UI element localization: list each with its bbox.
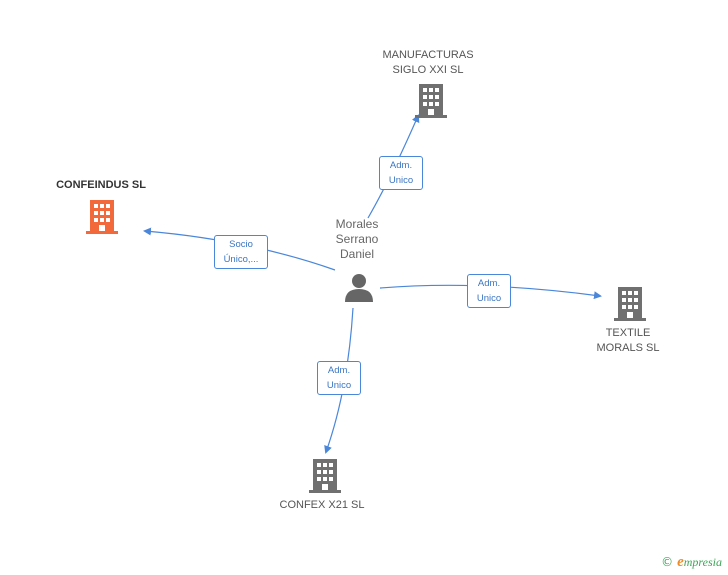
edge-label-textile[interactable]: Adm. Unico xyxy=(467,274,511,308)
company-name-confeindus[interactable]: CONFEINDUS SL xyxy=(56,179,146,191)
edge-label-confeindus[interactable]: Socio Único,... xyxy=(214,235,268,269)
building-icon-confeindus[interactable] xyxy=(86,200,118,234)
brand-logo-initial: e xyxy=(677,554,684,570)
brand-logo-text: mpresia xyxy=(683,555,722,569)
company-name-manufacturas[interactable]: MANUFACTURAS SIGLO XXI SL xyxy=(382,49,474,76)
brand-footer: ©empresia xyxy=(661,554,722,571)
person-name[interactable]: Morales Serrano Daniel xyxy=(335,217,379,261)
company-name-textile[interactable]: TEXTILE MORALS SL xyxy=(596,327,660,354)
copyright-symbol: © xyxy=(661,555,674,569)
edge-label-confex[interactable]: Adm. Unico xyxy=(317,361,361,395)
building-icon-confex[interactable] xyxy=(309,459,341,493)
building-icon-textile[interactable] xyxy=(614,287,646,321)
edge-label-manufacturas[interactable]: Adm. Unico xyxy=(379,156,423,190)
building-icon-manufacturas[interactable] xyxy=(415,84,447,118)
company-name-confex[interactable]: CONFEX X21 SL xyxy=(279,499,365,511)
person-icon[interactable] xyxy=(344,272,374,302)
